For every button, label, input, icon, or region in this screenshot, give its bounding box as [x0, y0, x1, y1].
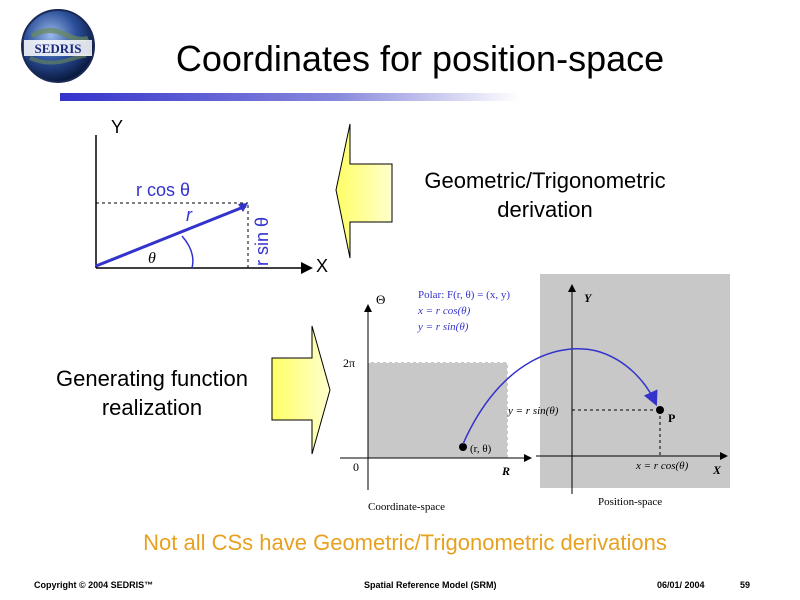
footer-date: 06/01/ 2004	[657, 580, 705, 590]
position-point	[656, 406, 664, 414]
logo-text: SEDRIS	[35, 41, 82, 56]
r-axis-label: R	[501, 464, 510, 478]
y-value-label: y = r sin(θ)	[507, 405, 559, 417]
triangle-x-label: X	[316, 256, 328, 276]
slide-note: Not all CSs have Geometric/Trigonometric…	[143, 530, 667, 555]
rcos-label: r cos θ	[136, 180, 190, 200]
footer-copyright: Copyright © 2004 SEDRIS™	[34, 580, 154, 590]
theta-arc	[181, 235, 194, 269]
slide-title: Coordinates for position-space	[175, 38, 665, 79]
position-x-label: X	[712, 463, 722, 477]
y-formula: y = r sin(θ)	[417, 321, 469, 333]
realization-arrow	[271, 325, 331, 455]
coordinate-point	[459, 443, 467, 451]
triangle-diagram: Y X r cos θ r θ r sin θ	[95, 117, 328, 276]
mapping-curve	[462, 348, 658, 445]
sedris-logo: SEDRIS	[21, 9, 95, 83]
position-y-label: Y	[584, 291, 593, 305]
r-label: r	[186, 205, 193, 225]
polar-formula: Polar: F(r, θ) = (x, y)	[418, 289, 510, 301]
position-space-label: Position-space	[598, 496, 662, 508]
x-value-label: x = r cos(θ)	[635, 460, 689, 472]
function-diagram: Θ 2π 0 R Coordinate-space (r, θ) Polar: …	[340, 274, 730, 513]
footer-page-number: 59	[740, 580, 751, 590]
p-label: P	[668, 411, 675, 425]
zero-label: 0	[353, 460, 359, 474]
radius-arrowhead	[238, 203, 248, 212]
rsin-label: r sin θ	[252, 217, 272, 266]
two-pi-label: 2π	[343, 356, 355, 370]
x-formula: x = r cos(θ)	[417, 305, 471, 317]
theta-label: θ	[148, 250, 156, 267]
title-rule	[60, 93, 520, 101]
coordinate-space-region	[368, 362, 508, 458]
coordinate-point-label: (r, θ)	[470, 443, 492, 455]
derivation-arrow	[335, 123, 393, 259]
triangle-y-label: Y	[111, 117, 123, 137]
footer-course: Spatial Reference Model (SRM)	[364, 580, 497, 590]
theta-axis-label: Θ	[376, 292, 385, 307]
radius-vector	[95, 204, 247, 268]
coordinate-space-label: Coordinate-space	[368, 501, 445, 513]
